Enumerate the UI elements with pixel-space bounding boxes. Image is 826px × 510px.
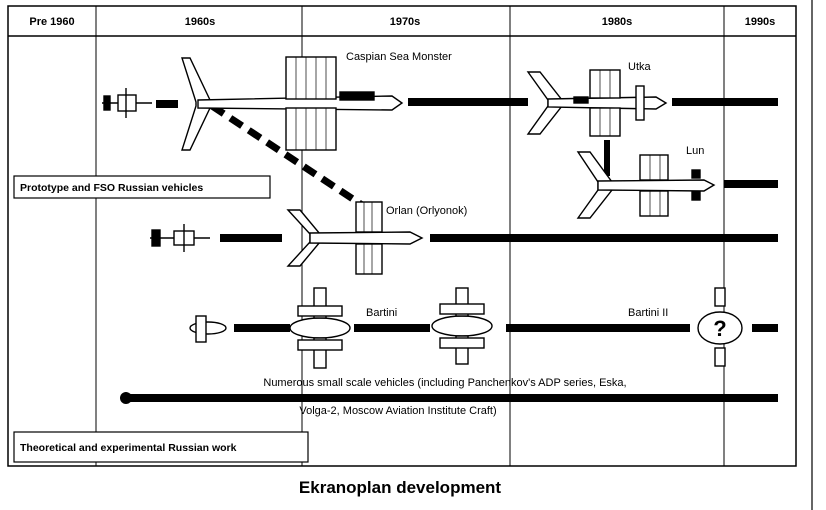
small-scale-note-line2: Volga-2, Moscow Aviation Institute Craft… xyxy=(299,405,496,417)
bartini-ii-icon xyxy=(697,287,743,367)
unknown-future-marker: ? xyxy=(713,316,726,341)
figure-caption: Ekranoplan development xyxy=(298,478,502,497)
lun-icon xyxy=(576,151,716,219)
bartini-icon xyxy=(289,287,351,369)
diagram-border xyxy=(7,5,797,467)
small-scale-note-line1: Numerous small scale vehicles (including… xyxy=(263,377,626,389)
group-box-prototype xyxy=(13,175,271,199)
label-bartini: Bartini xyxy=(366,307,397,319)
utka-icon xyxy=(526,69,668,137)
early-craft-icon xyxy=(189,315,227,343)
period-header-1970s: 1970s xyxy=(390,16,421,28)
caspian-orlan-link xyxy=(210,103,364,208)
period-header-1960s: 1960s xyxy=(185,16,216,28)
early-craft-icon xyxy=(102,88,152,118)
period-header-1980s: 1980s xyxy=(602,16,633,28)
label-lun: Lun xyxy=(686,145,704,157)
label-utka: Utka xyxy=(628,61,652,73)
early-craft-icon xyxy=(150,224,210,252)
orlan-icon xyxy=(286,201,424,275)
label-caspian-sea-monster: Caspian Sea Monster xyxy=(346,51,452,63)
period-header-1990s: 1990s xyxy=(745,16,776,28)
bartini-icon xyxy=(431,287,493,365)
label-theoretical-group: Theoretical and experimental Russian wor… xyxy=(20,442,237,454)
label-bartini-ii: Bartini II xyxy=(628,307,668,319)
caspian-sea-monster-icon xyxy=(181,56,404,151)
period-header-pre1960: Pre 1960 xyxy=(29,16,74,28)
label-orlan: Orlan (Orlyonok) xyxy=(386,205,467,217)
label-prototype-group: Prototype and FSO Russian vehicles xyxy=(20,182,203,194)
group-box-theoretical xyxy=(13,431,309,463)
